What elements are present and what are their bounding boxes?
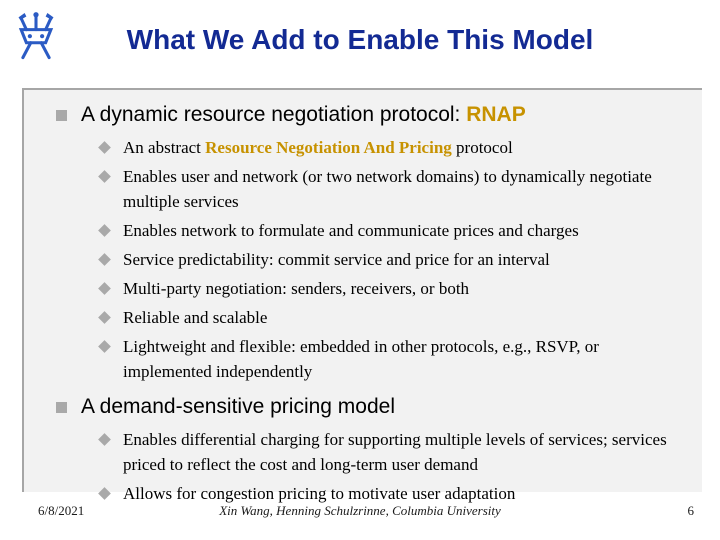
diamond-bullet-icon bbox=[98, 433, 111, 446]
sub-bullet-text: Enables differential charging for suppor… bbox=[123, 427, 688, 477]
text-segment: Lightweight and flexible: embedded in ot… bbox=[123, 337, 599, 381]
text-segment: Service predictability: commit service a… bbox=[123, 250, 550, 269]
footer-page-number: 6 bbox=[687, 503, 695, 518]
sub-bullet-list: An abstract Resource Negotiation And Pri… bbox=[40, 135, 688, 384]
diamond-bullet-icon bbox=[98, 487, 111, 500]
sub-bullet-item: Reliable and scalable bbox=[98, 305, 688, 330]
sub-bullet-item: Allows for congestion pricing to motivat… bbox=[98, 481, 688, 506]
square-bullet-icon bbox=[56, 402, 67, 413]
page-title: What We Add to Enable This Model bbox=[126, 24, 594, 55]
diamond-bullet-icon bbox=[98, 340, 111, 353]
sub-bullet-item: Lightweight and flexible: embedded in ot… bbox=[98, 334, 688, 384]
sub-bullet-text: Service predictability: commit service a… bbox=[123, 247, 688, 272]
sub-bullet-text: Lightweight and flexible: embedded in ot… bbox=[123, 334, 688, 384]
sub-bullet-list: Enables differential charging for suppor… bbox=[40, 427, 688, 506]
text-segment: Multi-party negotiation: senders, receiv… bbox=[123, 279, 470, 298]
footer-credit: Xin Wang, Henning Schulzrinne, Columbia … bbox=[219, 503, 501, 518]
diamond-bullet-icon bbox=[98, 141, 111, 154]
highlighted-text: RNAP bbox=[466, 103, 526, 126]
text-segment: protocol bbox=[451, 138, 513, 157]
content-panel: A dynamic resource negotiation protocol:… bbox=[22, 88, 702, 503]
heading-text: A demand-sensitive pricing model bbox=[81, 394, 395, 420]
diamond-bullet-icon bbox=[98, 282, 111, 295]
text-segment: Enables network to formulate and communi… bbox=[123, 221, 579, 240]
sub-bullet-item: Service predictability: commit service a… bbox=[98, 247, 688, 272]
sub-bullet-text: Reliable and scalable bbox=[123, 305, 688, 330]
diamond-bullet-icon bbox=[98, 224, 111, 237]
text-segment: A dynamic resource negotiation protocol: bbox=[81, 103, 467, 126]
sub-bullet-text: An abstract Resource Negotiation And Pri… bbox=[123, 135, 688, 160]
text-segment: An abstract bbox=[123, 138, 206, 157]
footer: 6/8/2021 Xin Wang, Henning Schulzrinne, … bbox=[0, 503, 720, 527]
square-bullet-icon bbox=[56, 110, 67, 121]
sub-bullet-item: Enables differential charging for suppor… bbox=[98, 427, 688, 477]
heading-text: A dynamic resource negotiation protocol:… bbox=[81, 102, 526, 128]
bullet-section: A dynamic resource negotiation protocol:… bbox=[40, 102, 688, 384]
footer-date: 6/8/2021 bbox=[38, 503, 85, 518]
sub-bullet-item: Enables user and network (or two network… bbox=[98, 164, 688, 214]
bullet-heading: A demand-sensitive pricing model bbox=[40, 394, 688, 420]
sub-bullet-item: Multi-party negotiation: senders, receiv… bbox=[98, 276, 688, 301]
columbia-crown-logo bbox=[18, 12, 54, 60]
sub-bullet-text: Allows for congestion pricing to motivat… bbox=[123, 481, 688, 506]
sub-bullet-text: Enables user and network (or two network… bbox=[123, 164, 688, 214]
text-segment: Enables user and network (or two network… bbox=[123, 167, 652, 211]
sub-bullet-item: Enables network to formulate and communi… bbox=[98, 218, 688, 243]
text-segment: Reliable and scalable bbox=[123, 308, 268, 327]
text-segment: A demand-sensitive pricing model bbox=[81, 395, 395, 418]
diamond-bullet-icon bbox=[98, 170, 111, 183]
text-segment: Enables differential charging for suppor… bbox=[123, 430, 667, 474]
diamond-bullet-icon bbox=[98, 253, 111, 266]
sub-bullet-text: Multi-party negotiation: senders, receiv… bbox=[123, 276, 688, 301]
bullet-heading: A dynamic resource negotiation protocol:… bbox=[40, 102, 688, 128]
highlighted-text: Resource Negotiation And Pricing bbox=[205, 138, 452, 157]
slide-body: A dynamic resource negotiation protocol:… bbox=[40, 102, 688, 506]
sub-bullet-text: Enables network to formulate and communi… bbox=[123, 218, 688, 243]
sub-bullet-item: An abstract Resource Negotiation And Pri… bbox=[98, 135, 688, 160]
text-segment: Allows for congestion pricing to motivat… bbox=[123, 484, 516, 503]
diamond-bullet-icon bbox=[98, 311, 111, 324]
